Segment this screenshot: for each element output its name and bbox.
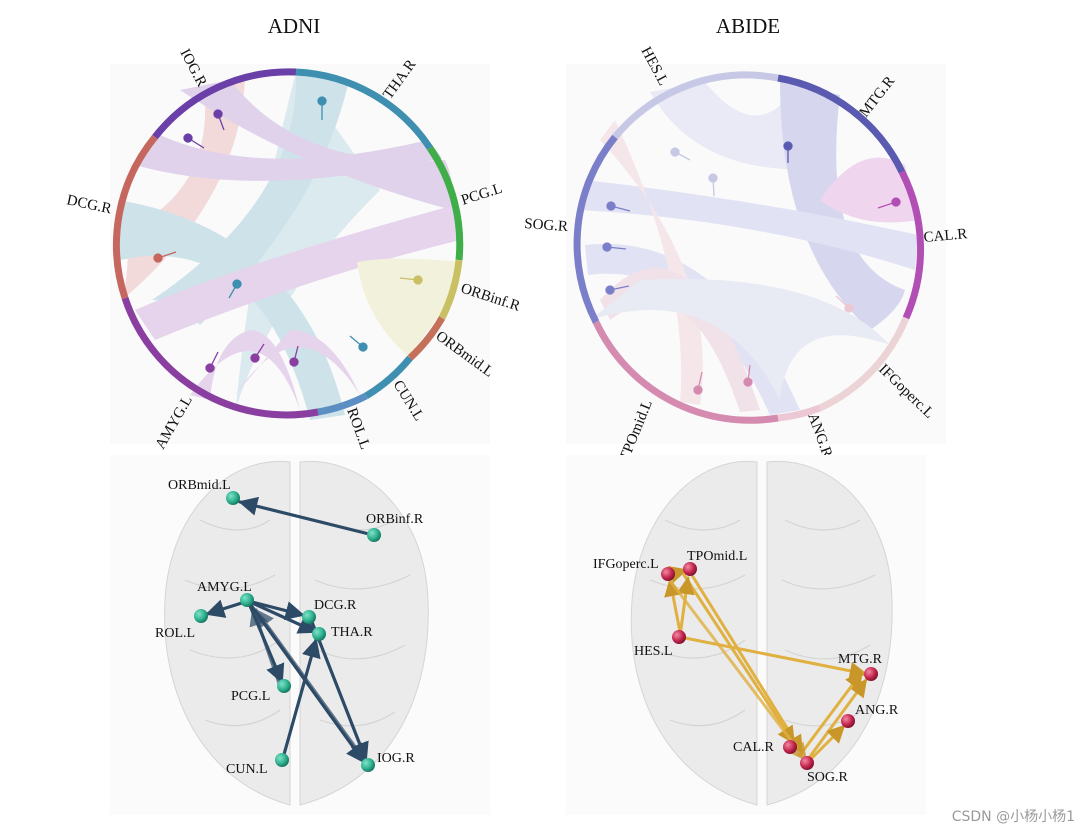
ribbon	[135, 205, 461, 340]
arc-cun-l	[364, 355, 413, 400]
abide-pin-glyphs	[602, 141, 901, 395]
brain-label-orbmid-l: ORBmid.L	[168, 478, 231, 493]
ribbon	[820, 157, 918, 223]
edge	[281, 638, 321, 760]
node-orbmid-l	[226, 491, 240, 505]
node-iog-r	[361, 758, 375, 772]
arc-iog-r	[152, 68, 297, 140]
ribbon	[118, 200, 345, 420]
ribbon	[135, 135, 442, 181]
node-orbinf-r	[367, 528, 381, 542]
arc-ang-r	[777, 404, 822, 422]
abide-nodes	[661, 562, 878, 770]
edge	[676, 576, 695, 638]
ribbon	[357, 258, 460, 358]
ribbon	[152, 72, 349, 325]
brain-label-tpomid-l: TPOmid.L	[687, 549, 747, 564]
brain-label-amyg-l: AMYG.L	[197, 580, 252, 595]
brain-outline	[630, 460, 893, 806]
arc-orbinf-r	[438, 259, 463, 320]
watermark: CSDN @小杨小杨1	[951, 809, 1075, 825]
edge	[666, 576, 808, 762]
node-tpomid-l	[683, 562, 697, 576]
abide-brain-view: IFGoperc.L TPOmid.L HES.L MTG.R ANG.R CA…	[566, 455, 926, 815]
arc-sog-r	[573, 134, 618, 324]
edge	[664, 578, 682, 634]
title-adni: ADNI	[268, 14, 321, 38]
ribbon	[180, 80, 453, 210]
brain-label-dcg-r: DCG.R	[314, 598, 357, 613]
arc-ifgoperc-l	[818, 316, 910, 412]
brain-label-tha-r: THA.R	[331, 625, 373, 640]
edge	[806, 724, 846, 764]
label-dcg-r: DCG.R	[65, 192, 113, 217]
ribbon	[780, 82, 905, 330]
abide-region-arcs	[573, 71, 924, 424]
brain-label-pcg-l: PCG.L	[231, 689, 270, 704]
label-cal-r: CAL.R	[923, 226, 968, 246]
adni-nodes	[194, 491, 381, 772]
arc-amyg-l	[121, 296, 319, 419]
brain-label-orbinf-r: ORBinf.R	[366, 512, 424, 527]
brain-label-mtg-r: MTG.R	[838, 652, 883, 667]
edge	[804, 678, 868, 764]
node-rol-l	[194, 609, 208, 623]
node-hes-l	[672, 630, 686, 644]
arc-pcg-l	[427, 146, 464, 261]
node-sog-r	[800, 756, 814, 770]
edge	[238, 496, 375, 537]
ribbon	[580, 180, 918, 270]
arc-cal-r	[898, 170, 924, 320]
edge	[246, 599, 305, 621]
abide-chord-diagram: HES.L MTG.R CAL.R IFGoperc.L ANG.R TPOmi…	[524, 44, 968, 463]
arc-tha-r	[295, 68, 433, 150]
node-tha-r	[312, 627, 326, 641]
node-cal-r	[783, 740, 797, 754]
node-pcg-l	[277, 679, 291, 693]
edge	[249, 606, 282, 688]
arc-tpomid-l	[592, 320, 779, 424]
ribbon	[590, 278, 890, 400]
edge	[678, 635, 868, 680]
brain-label-ifgoperc-l: IFGoperc.L	[593, 557, 659, 572]
node-ifgoperc-l	[661, 567, 675, 581]
arc-orbmid-l	[407, 316, 446, 361]
brain-label-ang-r: ANG.R	[855, 703, 899, 718]
ribbon	[235, 330, 360, 395]
adni-region-arcs	[112, 68, 464, 419]
adni-chord-diagram: IOG.R THA.R PCG.L ORBinf.R ORBmid.L CUN.…	[65, 46, 522, 452]
label-sog-r: SOG.R	[524, 216, 569, 235]
brain-label-cun-l: CUN.L	[226, 762, 268, 777]
node-mtg-r	[864, 667, 878, 681]
ribbon	[585, 243, 800, 415]
node-amyg-l	[240, 593, 254, 607]
brain-label-hes-l: HES.L	[634, 644, 673, 659]
adni-brain-view: ORBmid.L ORBinf.R AMYG.L DCG.R ROL.L THA…	[110, 455, 490, 815]
abide-edges	[664, 565, 868, 764]
node-cun-l	[275, 753, 289, 767]
adni-ribbons	[118, 72, 461, 420]
node-ang-r	[841, 714, 855, 728]
arc-dcg-r	[112, 134, 158, 300]
edge	[246, 599, 318, 634]
edge	[682, 573, 796, 745]
arc-mtg-r	[777, 74, 906, 174]
brain-label-cal-r: CAL.R	[733, 740, 775, 755]
edge	[798, 670, 864, 757]
title-abide: ABIDE	[716, 14, 780, 38]
ribbon	[190, 330, 300, 410]
brain-label-rol-l: ROL.L	[155, 626, 195, 641]
arc-hes-l	[612, 71, 779, 140]
brain-label-iog-r: IOG.R	[377, 751, 415, 766]
brain-label-sog-r: SOG.R	[807, 770, 849, 785]
node-dcg-r	[302, 610, 316, 624]
edge	[688, 570, 804, 754]
adni-pin-glyphs	[153, 96, 423, 373]
arc-rol-l	[317, 392, 368, 416]
edge	[254, 608, 368, 764]
